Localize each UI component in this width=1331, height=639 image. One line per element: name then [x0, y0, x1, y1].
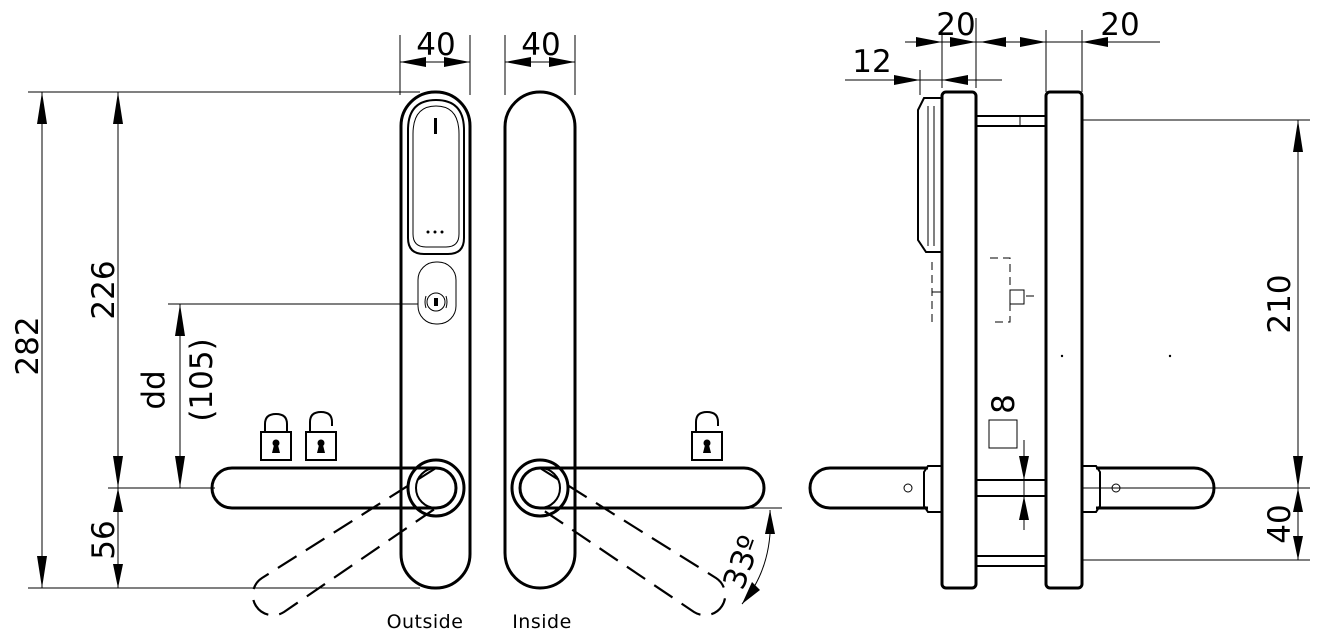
lower-height-label: 56: [86, 520, 122, 559]
outside-width-label: 40: [416, 27, 455, 63]
spindle-label: 8: [986, 394, 1022, 414]
upper-height-dimension: 226: [86, 92, 123, 488]
side-width-right-label: 20: [1100, 7, 1139, 43]
lower-height-dimension: 56: [86, 487, 215, 588]
caption-outside: Outside: [387, 611, 464, 633]
side-height-dimension: 210: [1262, 120, 1303, 488]
angle-dimension: 33º: [716, 507, 782, 605]
locked-padlock-icon: [260, 412, 292, 461]
side-width-left-label: 20: [936, 7, 975, 43]
inside-width-dimension: 40: [504, 27, 576, 95]
side-offset-label: 12: [852, 44, 891, 80]
side-lower-dimension: 40: [1262, 488, 1303, 560]
caption-inside: Inside: [512, 611, 572, 633]
outside-handle: [210, 90, 472, 617]
dd-value: (105): [184, 338, 220, 421]
angle-label: 33º: [716, 531, 768, 594]
dd-label: dd: [136, 370, 172, 409]
inside-handle: [503, 90, 766, 617]
dd-dimension: dd (105): [136, 303, 418, 488]
cylinder-cover: [417, 261, 457, 325]
spindle-dimension: [1019, 440, 1029, 530]
side-top-dimensions: 20 20 12: [845, 7, 1160, 95]
inside-width-label: 40: [521, 27, 560, 63]
outside-width-dimension: 40: [399, 27, 471, 95]
unlocked-padlock-icon-outside: [305, 410, 337, 461]
unlocked-padlock-icon-inside: [691, 410, 723, 461]
upper-height-label: 226: [86, 260, 122, 319]
keypad-module: [407, 98, 465, 255]
total-height-dimension: 282: [10, 91, 420, 589]
side-height-label: 210: [1262, 274, 1298, 333]
side-view-assembly: 8: [808, 90, 1310, 590]
total-height-label: 282: [10, 316, 46, 375]
side-lower-label: 40: [1262, 504, 1298, 543]
